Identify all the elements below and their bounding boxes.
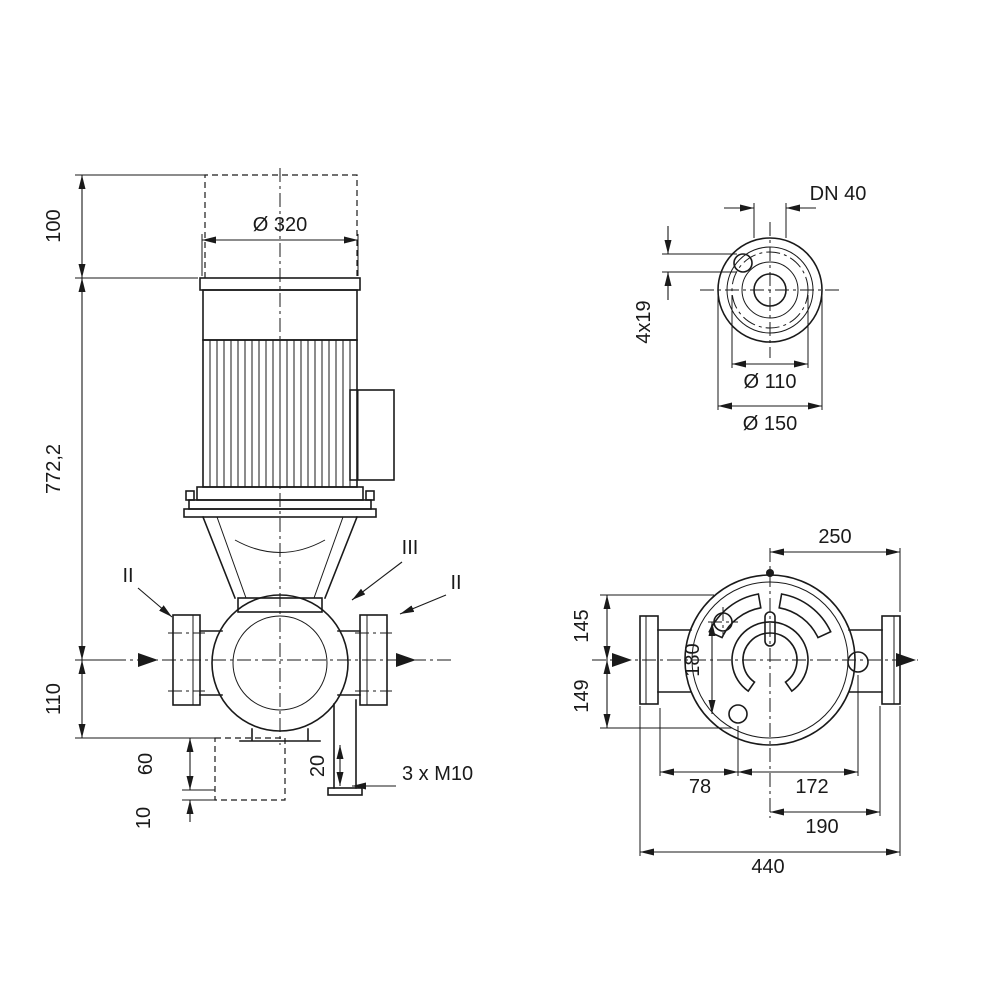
motor-removal-space-dashed [204, 174, 358, 278]
dimension-145-149: 145 149 [571, 594, 732, 729]
dimension-drain: 20 3 x M10 [307, 745, 473, 790]
dim-label-772-2: 772,2 [43, 444, 65, 494]
dim-label-motor-diameter: Ø 320 [253, 214, 307, 236]
dimension-motor-diameter: Ø 320 [201, 214, 359, 276]
dim-label-440: 440 [751, 856, 784, 878]
flow-arrow-inlet [138, 653, 158, 667]
dim-label-10: 10 [133, 807, 155, 829]
dim-label-4x19: 4x19 [633, 300, 655, 343]
dim-label-180: 180 [682, 643, 704, 676]
drain-pipe [327, 699, 363, 796]
dim-label-190: 190 [805, 816, 838, 838]
plan-flange-left [639, 615, 659, 705]
dim-label-110: 110 [43, 683, 65, 715]
dim-label-dn40: DN 40 [810, 183, 867, 205]
tapped-hole-bottom [728, 704, 748, 724]
dim-label-110-circle: Ø 110 [744, 371, 797, 393]
flange-bolt-left [185, 490, 195, 501]
terminal-box [349, 389, 395, 481]
flow-arrow-outlet [396, 653, 416, 667]
section-label-III: III [402, 537, 419, 559]
plan-view: 250 145 149 180 78 172 190 [571, 526, 918, 878]
dim-label-78: 78 [689, 776, 711, 798]
dimension-250: 250 [770, 526, 901, 612]
dim-label-100: 100 [43, 209, 65, 242]
dimension-height-chain: 100 772,2 110 [43, 174, 215, 739]
support-foot-dashed [214, 737, 286, 801]
lantern-bracket [201, 515, 359, 613]
dim-label-150: Ø 150 [743, 413, 797, 435]
dimension-180: 180 [682, 622, 716, 714]
bolt-hole [733, 253, 753, 273]
note-label-3xM10: 3 x M10 [402, 763, 473, 785]
dim-label-145: 145 [571, 609, 593, 642]
dim-label-250: 250 [818, 526, 851, 548]
plan-flow-arrow-inlet [612, 653, 632, 667]
section-label-II-left: II [122, 565, 133, 587]
dimension-dn40: DN 40 [724, 183, 866, 238]
section-label-II-right: II [450, 572, 461, 594]
dimension-190: 190 [770, 706, 881, 838]
front-elevation-view: Ø 320 100 772,2 110 60 10 20 3 x M10 [43, 168, 473, 829]
dimension-440: 440 [639, 706, 901, 878]
dimension-foot: 60 10 [133, 737, 215, 829]
tapped-hole-right [847, 651, 869, 673]
plan-flow-arrow-outlet [896, 653, 916, 667]
flange-centerlines [700, 222, 840, 358]
dimension-78-172: 78 172 [659, 675, 859, 798]
dim-label-172: 172 [795, 776, 828, 798]
lantern-slot-left [708, 593, 762, 639]
dim-label-149: 149 [571, 679, 593, 712]
dimension-flange-od: Ø 150 [717, 295, 823, 435]
dim-label-60: 60 [135, 753, 157, 775]
dimension-bolt-circle: Ø 110 [731, 295, 809, 393]
flange-detail-view: DN 40 4x19 Ø 110 Ø 150 [633, 183, 866, 435]
section-marks: II III II [122, 537, 462, 618]
dimension-bolt-holes: 4x19 [633, 226, 737, 344]
dim-label-20: 20 [307, 755, 329, 777]
lantern-slot-right [778, 593, 832, 639]
flange-bolt-right [365, 490, 375, 501]
motor-cooling-fins [209, 340, 351, 487]
